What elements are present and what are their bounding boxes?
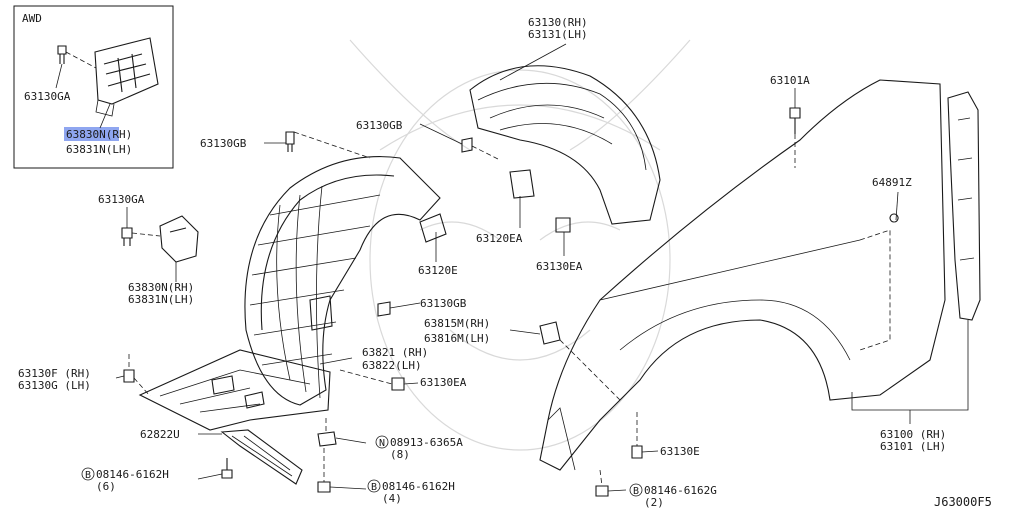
splash-guard-62822u [220,429,303,485]
label-63120ea: 63120EA [476,232,523,245]
clip-63130ea-right [555,217,571,233]
under-cover-part [138,349,331,431]
clip-63130gb-mid [377,301,391,317]
clip-63130e [631,445,643,459]
fasteners [121,107,899,497]
label-63815m: 63815M(RH) [424,317,490,330]
label-63101: 63101 (LH) [880,440,946,453]
label-63130g: 63130G (LH) [18,379,91,392]
highlight-63830n [64,127,119,141]
bolt-b-mid [317,481,331,493]
svg-text:B: B [633,486,639,497]
bracket-63830n-mid [159,215,199,263]
leader-lines [115,43,969,492]
diagram-code: J63000F5 [934,495,992,509]
bolt-marker-mid: B [367,479,381,493]
awd-clip-part [57,45,67,64]
clip-63130f [123,369,135,383]
label-b08146-left-qty: (6) [96,480,116,493]
label-63130-rh: 63130(RH) [528,16,588,29]
svg-text:N: N [379,438,385,449]
label-63131-lh: 63131(LH) [528,28,588,41]
awd-inset: AWD 63130GA 63830N(RH) 63831N(LH) [13,5,174,169]
label-b08146-mid-qty: (4) [382,492,402,505]
callout-labels: 63130GB 63130GA 63830N(RH) 63831N(LH) 63… [18,16,992,509]
fender-reinforcement [947,91,981,321]
nut-08913 [317,431,337,447]
label-b08146-left: 08146-6162H [96,468,169,481]
svg-text:B: B [85,470,91,481]
awd-underbracket-part [94,37,159,105]
label-63130ea-mid: 63130EA [420,376,467,389]
label-64891z: 64891Z [872,176,912,189]
label-63130e: 63130E [660,445,700,458]
label-62822u: 62822U [140,428,180,441]
bolt-marker-right: B [629,483,643,497]
grommet-64891z [889,213,899,223]
clip-63815m [539,321,561,345]
label-63822: 63822(LH) [362,359,422,372]
fender-panel-63100 [539,79,946,471]
label-63101a: 63101A [770,74,810,87]
svg-text:B: B [371,482,377,493]
label-b08146-mid: 08146-6162H [382,480,455,493]
label-63831n-mid: 63831N(LH) [128,293,194,306]
label-b08146-right: 08146-6162G [644,484,717,497]
label-63130gb-top: 63130GB [356,119,403,132]
bolt-marker-left: B [81,467,95,481]
fender-liner-63821 [244,156,447,406]
label-63130gb-mid: 63130GB [420,297,467,310]
label-63130ea-right: 63130EA [536,260,583,273]
label-63831n-top: 63831N(LH) [66,143,132,156]
awd-label: AWD [22,12,42,25]
nut-marker: N [375,435,389,449]
label-63130f: 63130F (RH) [18,367,91,380]
label-63120e: 63120E [418,264,458,277]
label-63130ga-mid: 63130GA [98,193,145,206]
label-63130ga-top: 63130GA [24,90,71,103]
label-b08146-right-qty: (2) [644,496,664,509]
label-63130gb-left: 63130GB [200,137,247,150]
bolt-63101a [789,107,801,134]
bolt-b-left [221,458,233,479]
label-n08913: 08913-6365A [390,436,463,449]
clip-63130ea-mid [391,377,405,391]
clip-63130gb-top [461,137,473,153]
rear-liner-63130 [469,65,661,225]
watermark-logo [349,39,691,451]
bolt-b-right [595,485,609,497]
label-63821: 63821 (RH) [362,346,428,359]
label-63830n-top[interactable]: 63830N(RH) [66,128,132,141]
label-n08913-qty: (8) [390,448,410,461]
label-63830n-mid: 63830N(RH) [128,281,194,294]
clip-63130ga-mid [121,227,133,246]
label-63816m: 63816M(LH) [424,332,490,345]
label-63100: 63100 (RH) [880,428,946,441]
clip-63130gb-left [285,131,295,152]
